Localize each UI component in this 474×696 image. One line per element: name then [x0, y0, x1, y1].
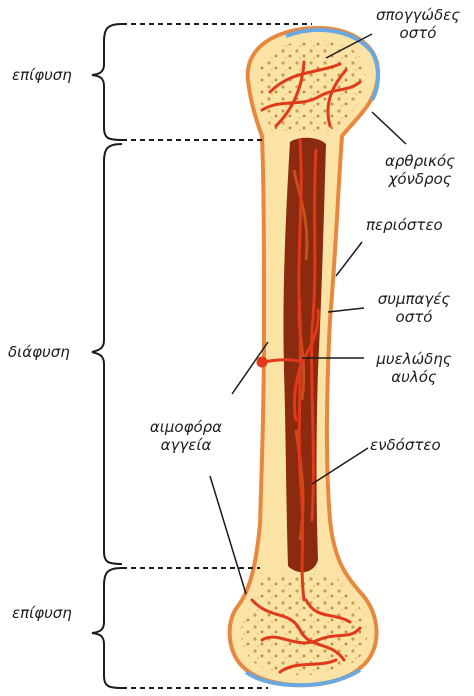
- label-epiphysis-bottom: επίφυση: [12, 604, 72, 622]
- brackets: [92, 24, 122, 688]
- label-articular-cartilage-line1: αρθρικός: [372, 152, 468, 170]
- bracket-epiphysis-top: [92, 24, 122, 140]
- label-blood-vessels-line1: αιμοφόρα: [140, 418, 232, 436]
- bracket-epiphysis-bottom: [92, 568, 122, 688]
- label-endosteum: ενδόστεο: [370, 436, 441, 454]
- label-articular-cartilage-line2: χόνδρος: [372, 170, 468, 188]
- label-medullary-cavity-line2: αυλός: [366, 368, 462, 386]
- label-compact-bone: συμπαγές οστό: [368, 290, 460, 326]
- label-periosteum: περιόστεο: [366, 216, 443, 234]
- label-medullary-cavity-line1: μυελώδης: [366, 350, 462, 368]
- label-diaphysis: διάφυση: [8, 343, 70, 361]
- label-epiphysis-top: επίφυση: [12, 66, 72, 84]
- label-medullary-cavity: μυελώδης αυλός: [366, 350, 462, 386]
- bracket-diaphysis: [92, 144, 122, 564]
- label-spongy-bone-line1: σπογγώδες: [372, 6, 464, 24]
- label-articular-cartilage: αρθρικός χόνδρος: [372, 152, 468, 188]
- label-blood-vessels: αιμοφόρα αγγεία: [140, 418, 232, 454]
- label-blood-vessels-line2: αγγεία: [140, 436, 232, 454]
- label-spongy-bone: σπογγώδες οστό: [372, 6, 464, 42]
- label-compact-bone-line1: συμπαγές: [368, 290, 460, 308]
- label-compact-bone-line2: οστό: [368, 308, 460, 326]
- label-spongy-bone-line2: οστό: [372, 24, 464, 42]
